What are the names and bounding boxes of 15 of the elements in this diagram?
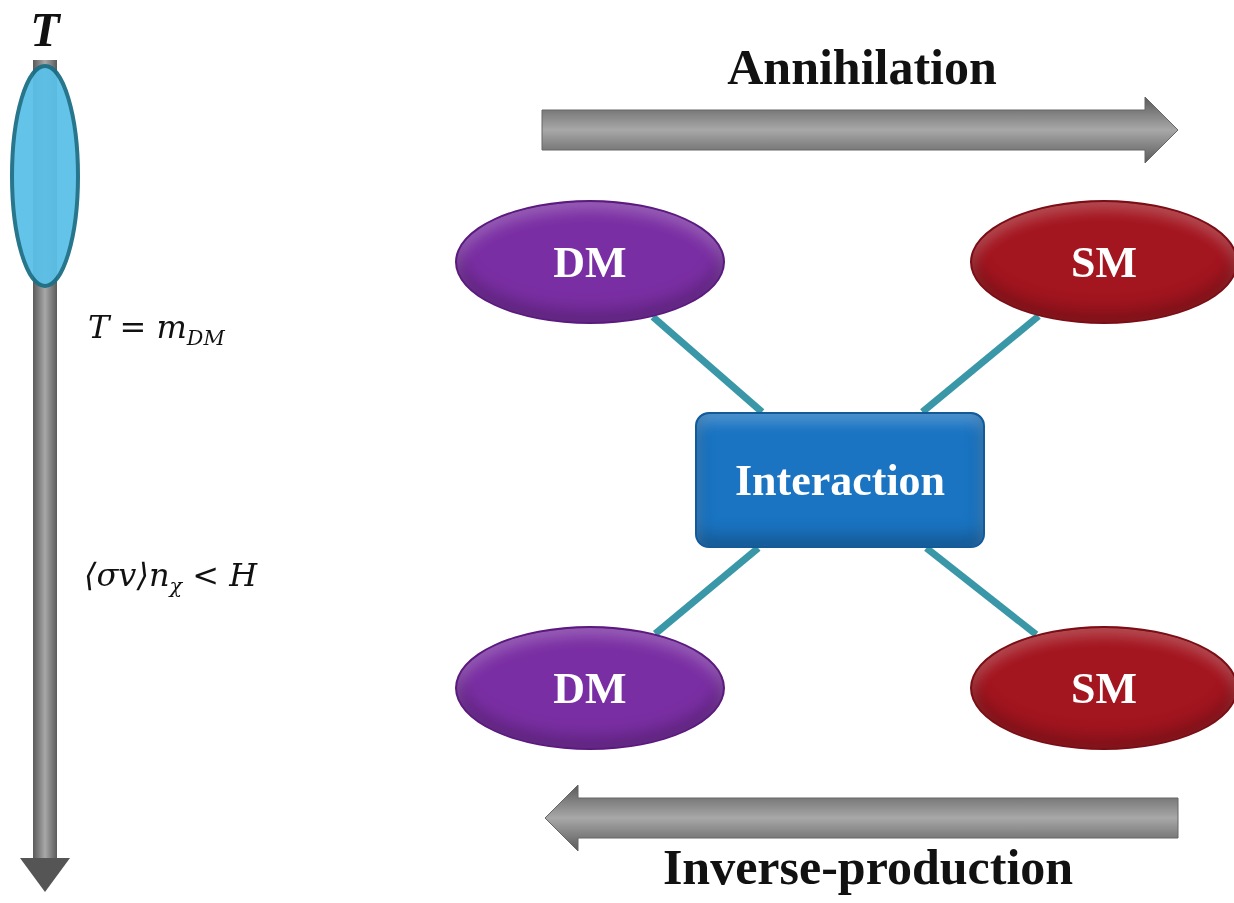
node-label: SM <box>1071 236 1137 288</box>
process-heading: Annihilation <box>727 38 997 96</box>
node-label: DM <box>553 236 627 288</box>
connector-line <box>653 545 761 637</box>
connector-line <box>920 313 1041 415</box>
equation: T = m$_{DM}$ <box>88 308 225 351</box>
process-box <box>695 412 985 548</box>
axis-label: T <box>30 2 60 57</box>
equation: ⟨σv⟩n$_{χ}$ < H <box>84 556 258 599</box>
node-label: Interaction <box>734 454 946 506</box>
connector-line <box>924 545 1039 638</box>
node-label: SM <box>1071 662 1137 714</box>
node-label: DM <box>553 662 627 714</box>
connector-line <box>650 314 765 415</box>
process-heading: Inverse-production <box>662 838 1074 896</box>
